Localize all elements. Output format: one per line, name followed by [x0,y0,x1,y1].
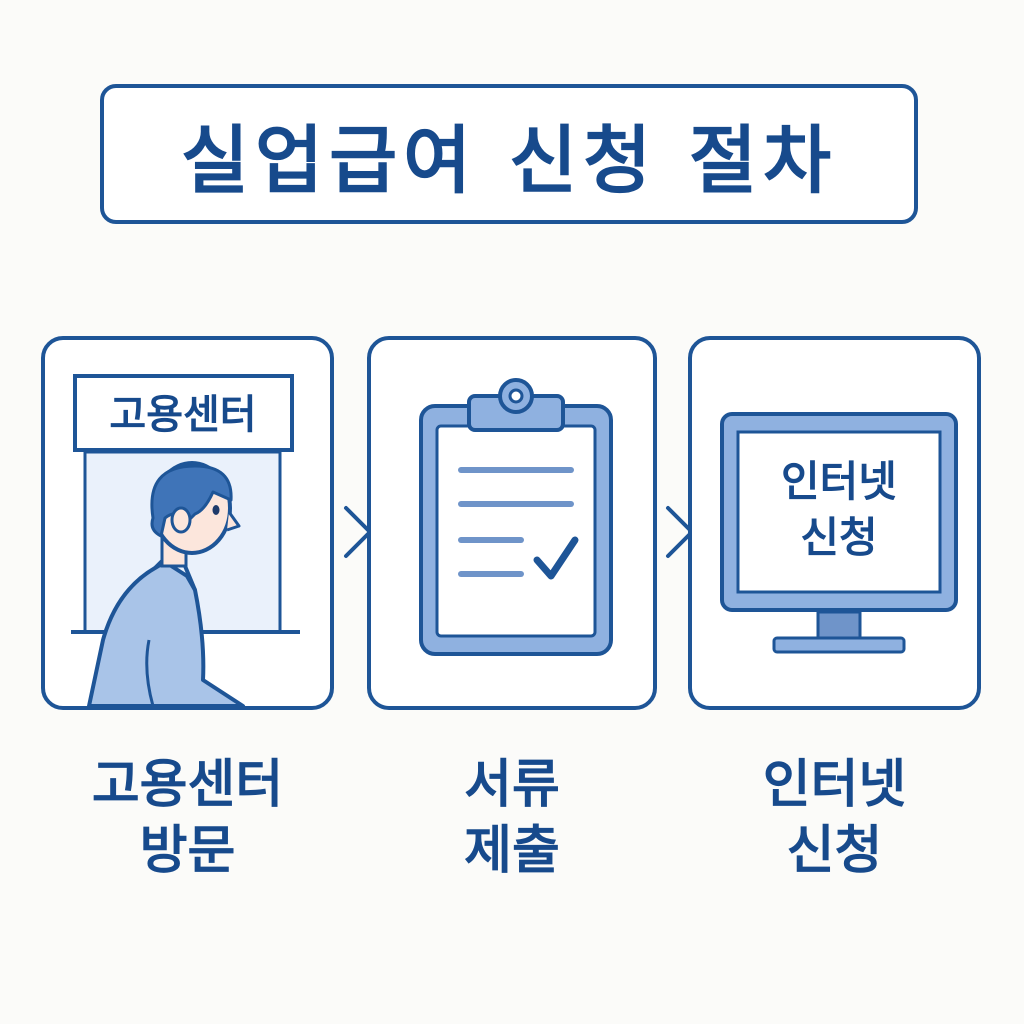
step-2-caption-line1: 서류 [464,755,560,815]
step-2-caption-line2: 제출 [464,821,560,881]
step-1-panel: 고용센터 [41,336,334,710]
computer-monitor-icon: 인터넷 신청 [720,412,958,654]
step-3-panel: 인터넷 신청 [688,336,981,710]
center-sign [73,374,294,452]
step-2-panel [367,336,657,710]
step-1-caption-line1: 고용센터 [91,755,284,815]
screen-label-line1: 인터넷 [781,457,897,506]
step-1-caption: 고용센터 방문 [41,752,334,884]
step-3-caption-line1: 인터넷 [762,755,907,815]
title-box: 실업급여 신청 절차 [100,84,918,224]
step-2-caption: 서류 제출 [367,752,657,884]
screen-label-line2: 신청 [800,513,877,562]
monitor-screen [736,430,942,594]
step-3-caption-line2: 신청 [786,821,883,881]
clipboard-checklist-icon [419,378,613,656]
step-3-caption: 인터넷 신청 [688,752,981,884]
person-at-counter-icon: 고용센터 [71,374,300,706]
center-sign-label: 고용센터 [109,392,256,438]
page-title: 실업급여 신청 절차 [180,117,838,204]
person-hair [150,464,233,538]
check-icon [533,536,579,580]
step-1-caption-line2: 방문 [139,821,236,881]
